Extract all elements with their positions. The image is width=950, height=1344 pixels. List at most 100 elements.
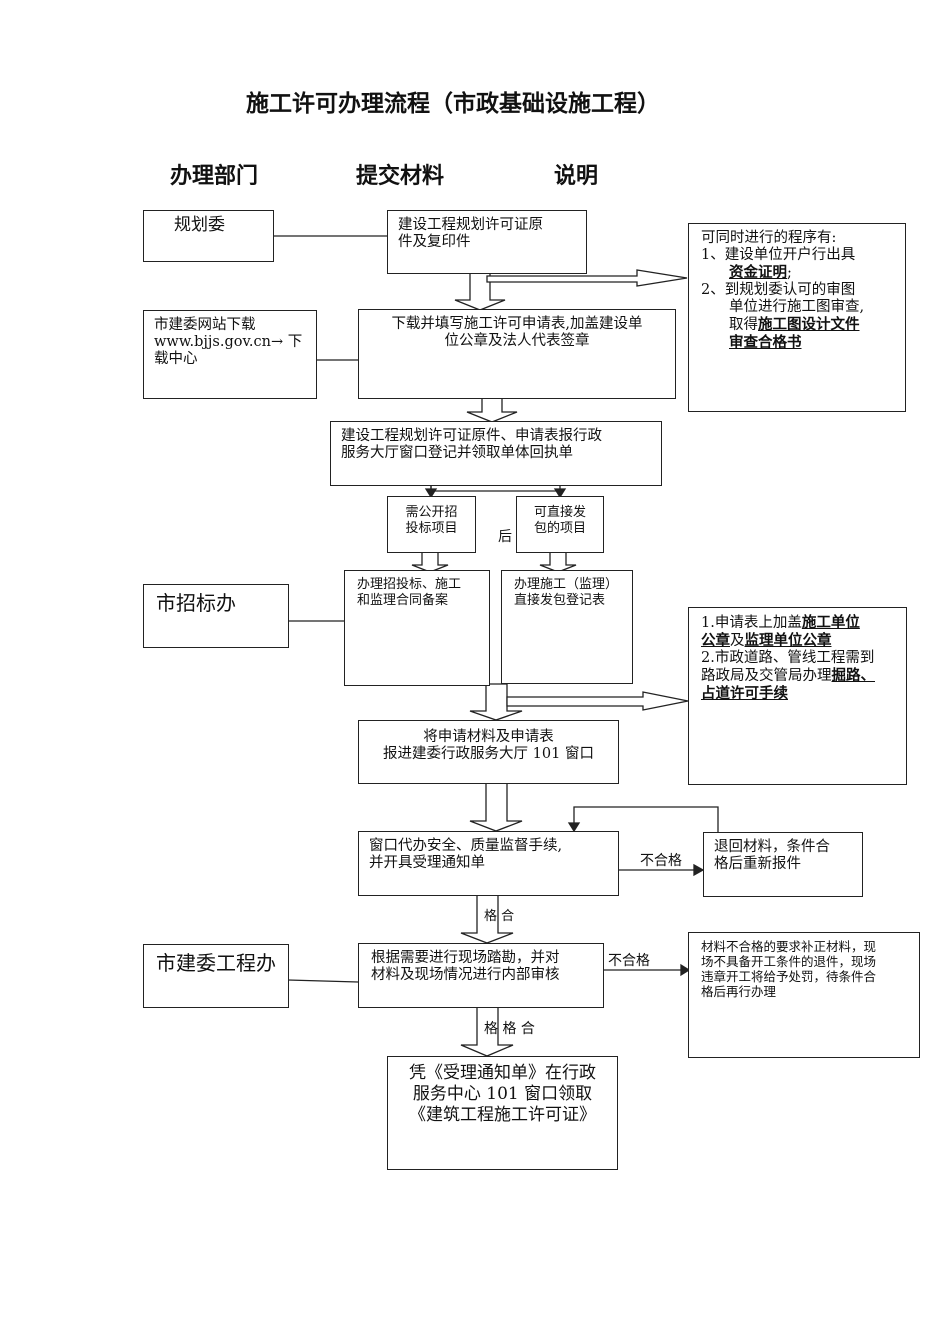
note-seals-and-permits: 1.申请表上加盖施工单位 公章及监理单位公章 2.市政道路、管线工程需到 路政局…: [688, 607, 907, 785]
block-arrow-down: [460, 894, 514, 944]
dept-construction-office: 市建委工程办: [143, 944, 289, 1008]
text-line: 格后重新报件: [714, 856, 801, 872]
arrow-head: [553, 488, 567, 499]
dept-label: 市招标办: [156, 591, 236, 615]
loop-line: [573, 806, 719, 832]
emphasis-text: 审查合格书: [729, 334, 802, 351]
block-arrow-down: [460, 1006, 514, 1057]
note-item: 1、建设单位开户行出具: [701, 247, 893, 264]
note-concurrent-procedures: 可同时进行的程序有: 1、建设单位开户行出具 资金证明; 2、到规划委认可的审图…: [688, 223, 906, 412]
branch-after-label: 后: [498, 529, 512, 545]
step-bidding-filing: 办理招投标、施工 和监理合同备案: [344, 570, 490, 686]
text-line: 场不具备开工条件的退件，现场: [701, 954, 877, 969]
item-text: 取得: [729, 317, 758, 333]
item-text: 路政局及交管局办理: [701, 668, 832, 684]
text-line: 办理招投标、施工: [357, 577, 462, 592]
text-line: 服务大厅窗口登记并领取单体回执单: [341, 445, 573, 461]
website-link[interactable]: www.bjjs.gov.cn→ 下: [154, 334, 303, 350]
emphasis-text: 施工单位: [801, 614, 860, 631]
step-window-registration: 建设工程规划许可证原件、申请表报行政 服务大厅窗口登记并领取单体回执单: [330, 421, 662, 486]
arrow-head: [567, 822, 581, 833]
step-submit-window-101: 将申请材料及申请表 报进建委行政服务大厅 101 窗口: [358, 720, 619, 784]
step-supervision-procedures: 窗口代办安全、质量监督手续, 并开具受理通知单: [358, 831, 619, 896]
step-application-form: 下载并填写施工许可申请表,加盖建设单 位公章及法人代表签章: [358, 309, 676, 399]
dept-planning-committee: 规划委: [143, 210, 274, 262]
text-line: 格后再行办理: [701, 984, 777, 999]
text-line: 直接发包登记表: [514, 593, 606, 608]
note-item-cont: 公章及监理单位公章: [701, 632, 894, 650]
text-line: 位公章及法人代表签章: [444, 333, 590, 349]
text-line: 违章开工将给予处罚，待条件合: [701, 969, 877, 984]
text-line: 材料及现场情况进行内部审核: [371, 967, 560, 983]
emphasis-text: 公章: [701, 632, 730, 649]
column-header-notes: 说明: [554, 164, 599, 189]
item-number: 2、: [701, 282, 725, 298]
text-line: 市建委网站下载: [154, 317, 256, 333]
text-line: 窗口代办安全、质量监督手续,: [369, 838, 563, 854]
text-line: 报进建委行政服务大厅 101 窗口: [383, 746, 594, 762]
item-number: 1、: [701, 247, 725, 263]
arrow-head: [680, 963, 691, 977]
fail-label: 不合格: [640, 853, 682, 869]
arrow-head: [424, 488, 438, 499]
block-arrow-down: [469, 782, 523, 832]
text-line: 投标项目: [405, 521, 458, 536]
step-planning-permit: 建设工程规划许可证原 件及复印件: [387, 210, 587, 274]
text-line: 凭《受理通知单》在行政: [409, 1063, 596, 1083]
pass-label: 格 格 合: [484, 1021, 535, 1037]
branch-public-bidding: 需公开招 投标项目: [387, 496, 476, 553]
return-materials-box: 退回材料，条件合 格后重新报件: [703, 832, 863, 897]
item-text: ;: [787, 265, 792, 281]
item-text: 建设单位开户行出具: [724, 247, 856, 263]
block-arrow-right: [486, 269, 688, 287]
block-arrow-down: [469, 683, 523, 721]
block-arrow-right: [506, 691, 689, 711]
text-line: 需公开招: [405, 505, 458, 520]
item-text: 单位进行施工图审查,: [729, 299, 865, 315]
column-header-department: 办理部门: [170, 164, 259, 189]
note-rejection-rules: 材料不合格的要求补正材料，现 场不具备开工条件的退件，现场 违章开工将给予处罚，…: [688, 932, 920, 1058]
text-line: 退回材料，条件合: [714, 839, 830, 855]
emphasis-text: 占道许可手续: [701, 685, 788, 702]
dept-website-download: 市建委网站下载 www.bjjs.gov.cn→ 下 载中心: [143, 310, 317, 399]
note-item-cont: 路政局及交管局办理掘路、: [701, 667, 894, 685]
item-text: 到规划委认可的审图: [724, 282, 856, 298]
note-item-cont: 取得施工图设计文件: [701, 316, 893, 334]
block-arrow-down: [539, 551, 577, 573]
emphasis-text: 掘路、: [831, 667, 876, 684]
emphasis-text: 监理单位公章: [744, 632, 832, 649]
text-line: 建设工程规划许可证原件、申请表报行政: [341, 428, 602, 444]
item-text: 1.申请表上加盖: [701, 615, 802, 631]
note-item-cont: 资金证明;: [701, 264, 893, 282]
pass-label: 格 合: [484, 909, 515, 924]
text-line: 根据需要进行现场踏勘，并对: [371, 950, 560, 966]
branch-direct-contract: 可直接发 包的项目: [516, 496, 604, 553]
text-line: 件及复印件: [398, 234, 471, 250]
text-line: 建设工程规划许可证原: [398, 217, 543, 233]
dept-label: 市建委工程办: [156, 951, 276, 975]
text-line: 办理施工（监理）: [514, 577, 619, 592]
text-line: 载中心: [154, 351, 198, 367]
dept-label: 规划委: [174, 215, 225, 235]
page-title: 施工许可办理流程（市政基础设施工程）: [246, 91, 660, 117]
text-line: 并开具受理通知单: [369, 855, 485, 871]
block-arrow-down: [411, 551, 449, 573]
text-line: 和监理合同备案: [357, 593, 449, 608]
step-direct-contract-registration: 办理施工（监理） 直接发包登记表: [501, 570, 633, 684]
connector-construction: [287, 979, 359, 983]
step-site-inspection: 根据需要进行现场踏勘，并对 材料及现场情况进行内部审核: [358, 943, 604, 1008]
item-text: 及: [730, 633, 745, 649]
text-line: 下载并填写施工许可申请表,加盖建设单: [391, 316, 643, 332]
note-heading: 可同时进行的程序有:: [701, 230, 837, 246]
note-item: 2、到规划委认可的审图: [701, 282, 893, 299]
text-line: 服务中心 101 窗口领取: [412, 1084, 593, 1104]
arrow-head: [693, 863, 705, 877]
text-line: 将申请材料及申请表: [423, 729, 554, 745]
column-header-materials: 提交材料: [356, 164, 445, 189]
block-arrow-down: [466, 397, 518, 423]
item-text: 2.市政道路、管线工程需到: [701, 650, 875, 666]
fail-label: 不合格: [608, 953, 650, 969]
note-item: 1.申请表上加盖施工单位: [701, 614, 894, 632]
final-step-collect-permit: 凭《受理通知单》在行政 服务中心 101 窗口领取 《建筑工程施工许可证》: [387, 1056, 618, 1170]
